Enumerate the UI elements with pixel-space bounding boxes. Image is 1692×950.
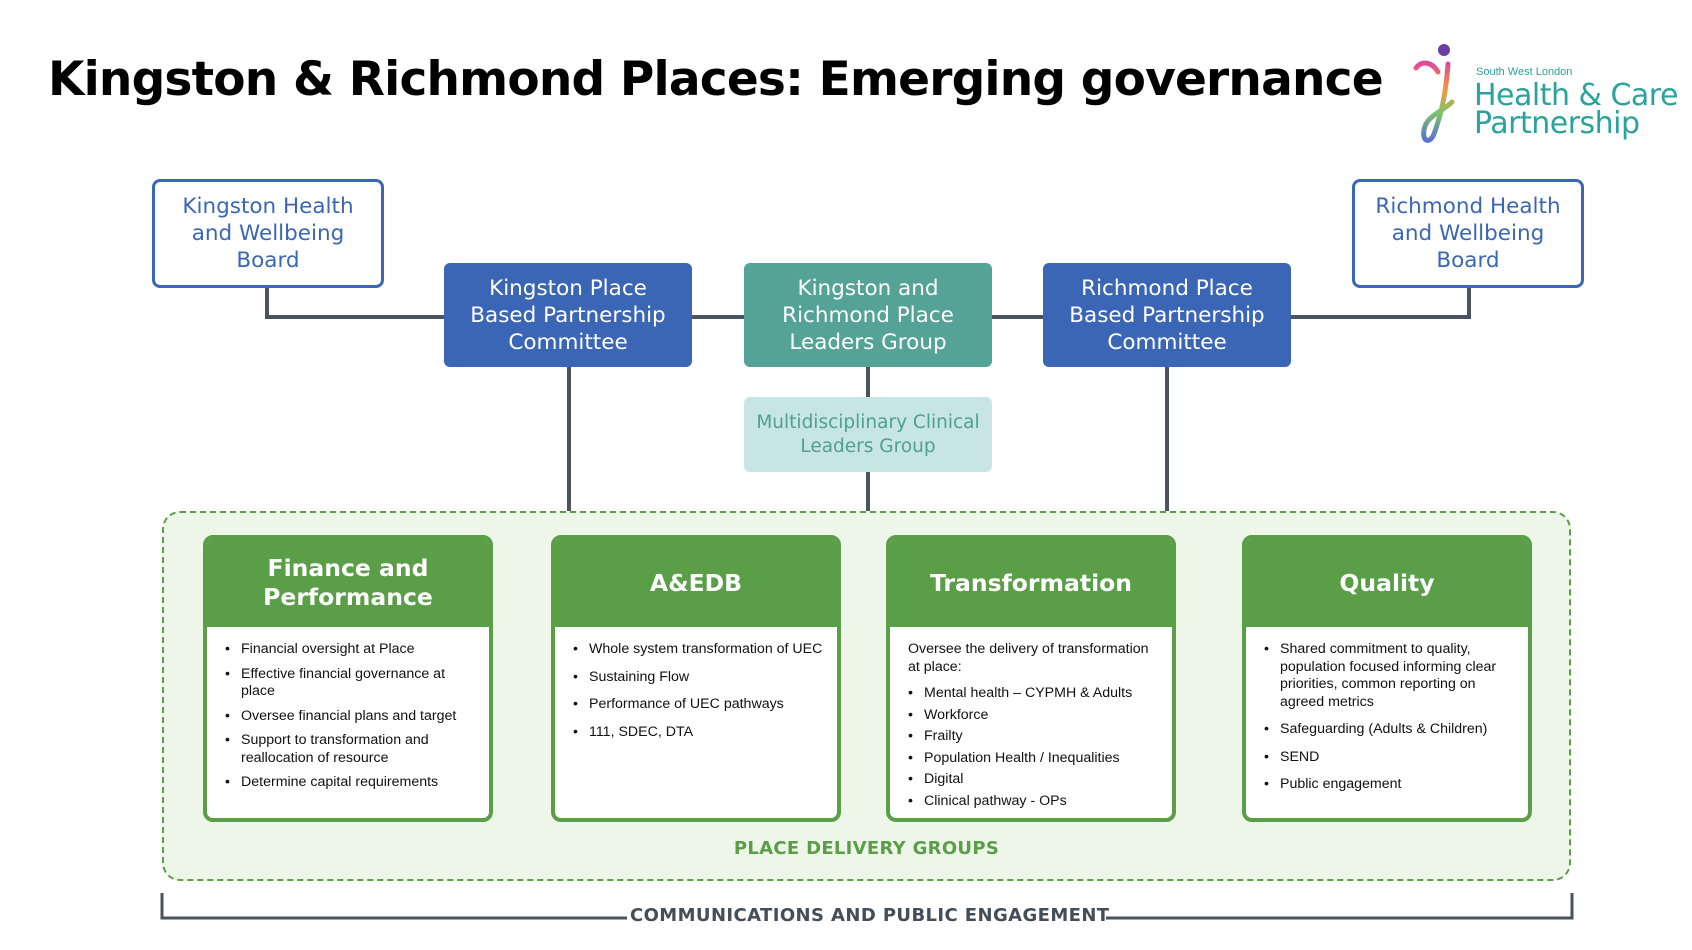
list-item: Public engagement: [1260, 776, 1516, 794]
richmond-health-wellbeing-board-label: Richmond Health and Wellbeing Board: [1375, 194, 1561, 273]
list-item: Support to transformation and reallocati…: [221, 732, 477, 767]
group-title: A&EDB: [555, 539, 837, 627]
list-item: Performance of UEC pathways: [569, 696, 825, 714]
richmond-health-wellbeing-board[interactable]: Richmond Health and Wellbeing Board: [1352, 179, 1584, 288]
list-item: Population Health / Inequalities: [904, 750, 1160, 768]
list-item: Mental health – CYPMH & Adults: [904, 685, 1160, 703]
kingston-pbp-committee-label: Kingston Place Based Partnership Committ…: [470, 275, 666, 355]
list-item: Whole system transformation of UEC: [569, 641, 825, 659]
richmond-pbp-committee[interactable]: Richmond Place Based Partnership Committ…: [1043, 263, 1291, 367]
logo-text-line-1: Health & Care: [1474, 78, 1678, 113]
clinical-leaders-group[interactable]: Multidisciplinary Clinical Leaders Group: [744, 397, 992, 472]
page-title: Kingston & Richmond Places: Emerging gov…: [48, 52, 1384, 107]
list-item: 111, SDEC, DTA: [569, 724, 825, 742]
logo-subtitle: South West London: [1476, 66, 1573, 78]
partnership-logo: South West London Health & Care Partners…: [1412, 42, 1682, 152]
kingston-health-wellbeing-board[interactable]: Kingston Health and Wellbeing Board: [152, 179, 384, 288]
place-leaders-group[interactable]: Kingston and Richmond Place Leaders Grou…: [744, 263, 992, 367]
richmond-pbp-committee-label: Richmond Place Based Partnership Committ…: [1069, 275, 1265, 355]
logo-text-line-2: Partnership: [1474, 106, 1640, 141]
partnership-logo-icon: [1413, 44, 1455, 143]
list-item: Clinical pathway - OPs: [904, 793, 1160, 811]
group-title: Quality: [1246, 539, 1528, 627]
group-body: Shared commitment to quality, population…: [1246, 627, 1528, 794]
communications-label: COMMUNICATIONS AND PUBLIC ENGAGEMENT: [630, 905, 1110, 926]
group-aedb[interactable]: A&EDB Whole system transformation of UEC…: [551, 535, 841, 822]
group-transformation[interactable]: Transformation Oversee the delivery of t…: [886, 535, 1176, 822]
group-body: Oversee the delivery of transformation a…: [890, 627, 1172, 810]
list-item: Oversee financial plans and target: [221, 708, 477, 726]
list-item: Sustaining Flow: [569, 669, 825, 687]
list-item: Workforce: [904, 707, 1160, 725]
list-item: Financial oversight at Place: [221, 641, 477, 659]
comms-bracket: [160, 893, 1574, 920]
list-item: Shared commitment to quality, population…: [1260, 641, 1516, 711]
group-intro: Oversee the delivery of transformation a…: [908, 641, 1149, 675]
group-body: Whole system transformation of UEC Susta…: [555, 627, 837, 741]
group-quality[interactable]: Quality Shared commitment to quality, po…: [1242, 535, 1532, 822]
group-title: Finance and Performance: [207, 539, 489, 627]
list-item: Determine capital requirements: [221, 774, 477, 792]
group-title: Transformation: [890, 539, 1172, 627]
place-leaders-group-label: Kingston and Richmond Place Leaders Grou…: [782, 275, 954, 355]
group-finance-performance[interactable]: Finance and Performance Financial oversi…: [203, 535, 493, 822]
list-item: Effective financial governance at place: [221, 666, 477, 701]
list-item: Digital: [904, 771, 1160, 789]
kingston-pbp-committee[interactable]: Kingston Place Based Partnership Committ…: [444, 263, 692, 367]
group-body: Financial oversight at Place Effective f…: [207, 627, 489, 792]
list-item: Frailty: [904, 728, 1160, 746]
list-item: Safeguarding (Adults & Children): [1260, 721, 1516, 739]
clinical-leaders-group-label: Multidisciplinary Clinical Leaders Group: [756, 411, 980, 457]
list-item: SEND: [1260, 749, 1516, 767]
place-delivery-groups-label: PLACE DELIVERY GROUPS: [733, 838, 1000, 859]
kingston-health-wellbeing-board-label: Kingston Health and Wellbeing Board: [182, 194, 354, 273]
